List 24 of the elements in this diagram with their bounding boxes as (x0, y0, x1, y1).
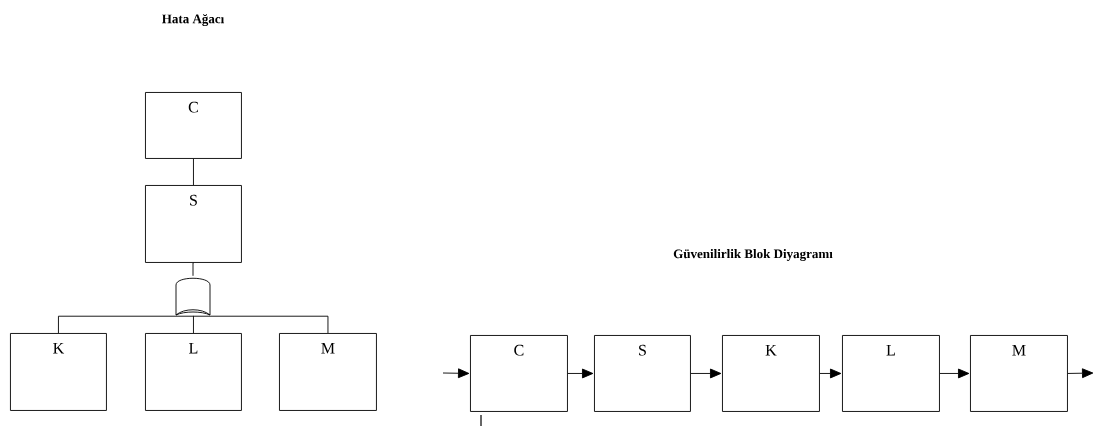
diagram-title: Hata Ağacı (162, 14, 225, 26)
block-box: C (145, 92, 242, 159)
block-box: M (279, 333, 377, 411)
block-box: L (842, 335, 940, 412)
block-box: L (145, 333, 242, 411)
arrow (442, 368, 470, 379)
connector-line (192, 262, 194, 277)
arrow (939, 368, 970, 379)
block-box: K (722, 335, 820, 412)
section-title: Güvenilirlik Blok Diyagramı (673, 249, 833, 261)
block-box: M (970, 335, 1068, 412)
connector-line (58, 315, 194, 334)
connector-line (192, 315, 329, 334)
connector-line (193, 158, 194, 186)
connector-line (192, 315, 194, 334)
arrow (567, 368, 594, 379)
arrow (690, 368, 722, 379)
block-box: S (145, 185, 242, 263)
block-box: C (470, 335, 568, 412)
gate-symbol (175, 277, 211, 316)
block-box: S (594, 335, 691, 412)
block-box: K (10, 333, 107, 411)
arrow (819, 368, 842, 379)
arrow (1067, 368, 1094, 379)
